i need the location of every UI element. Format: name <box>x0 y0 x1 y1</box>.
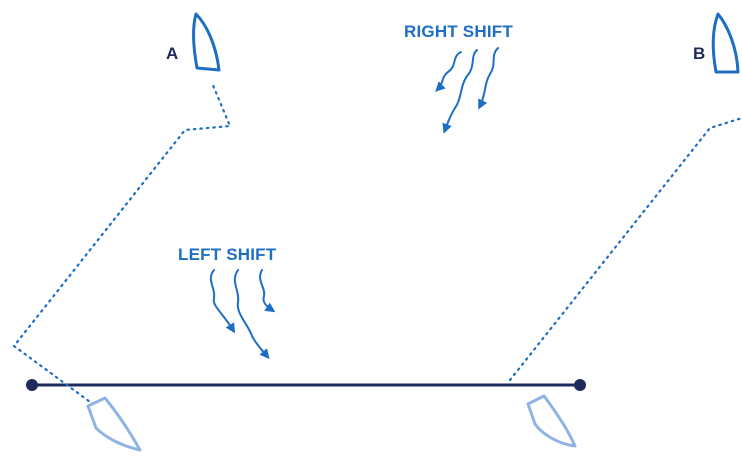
boat-b-finish-sailboat-hull-icon <box>711 12 740 74</box>
boat-a-label: A <box>166 44 179 63</box>
start-line-left-end-dot-icon <box>26 379 38 391</box>
left-shift-wavy-arrow-icon-1 <box>209 269 236 334</box>
boat-a-finish-sailboat-hull-icon <box>192 12 221 72</box>
left-shift-wavy-arrow-icon-2 <box>233 269 270 360</box>
boat-a-start-sailboat-hull-icon <box>86 396 142 452</box>
boat-b-track <box>508 116 742 382</box>
boat-a-track <box>12 81 232 426</box>
right-shift-wavy-arrow-icon-1 <box>435 51 462 92</box>
left-shift-label: LEFT SHIFT <box>178 245 277 264</box>
left-shift-arrows <box>209 269 276 360</box>
start-line-right-end-dot-icon <box>574 379 586 391</box>
right-shift-label: RIGHT SHIFT <box>404 22 513 41</box>
left-shift-wavy-arrow-icon-3 <box>259 269 276 313</box>
boat-b-start-sailboat-hull-icon <box>526 394 577 448</box>
boat-b-label: B <box>693 44 706 63</box>
right-shift-arrows <box>435 47 499 134</box>
right-shift-wavy-arrow-icon-2 <box>442 49 478 134</box>
right-shift-wavy-arrow-icon-3 <box>478 47 499 110</box>
